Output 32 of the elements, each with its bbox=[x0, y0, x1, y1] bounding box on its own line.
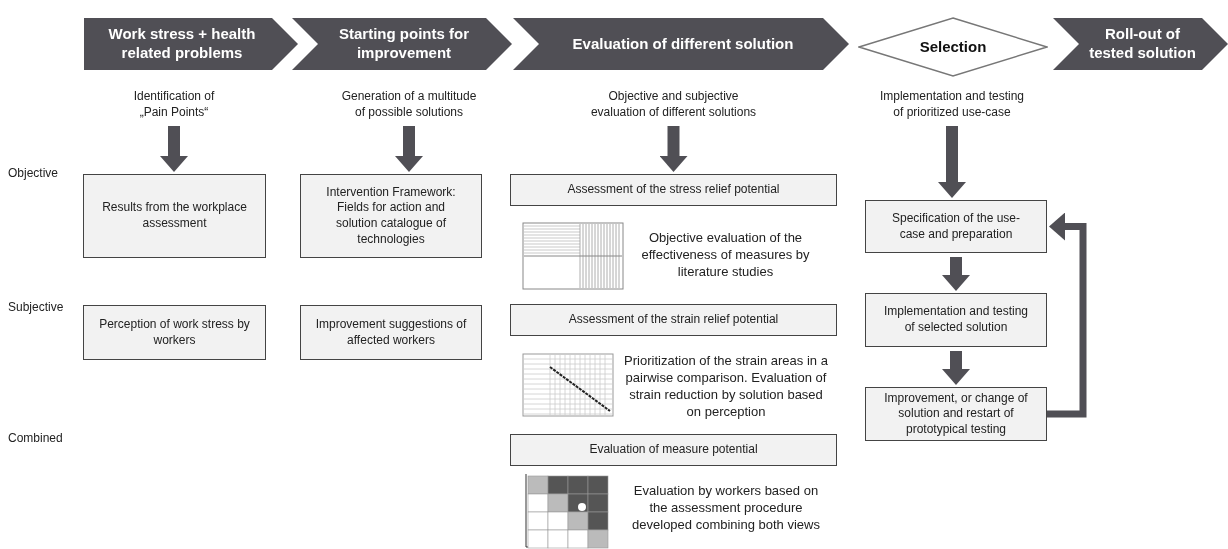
block-arrow bbox=[395, 126, 423, 172]
process-box: Intervention Framework: Fields for action and solution catalogue of technologies bbox=[300, 174, 482, 258]
process-box: Evaluation of measure potential bbox=[510, 434, 837, 466]
block-arrow bbox=[942, 257, 970, 291]
process-box: Improvement, or change of solution and restart of prototypical testing bbox=[865, 387, 1047, 441]
process-box: Assessment of the stress relief potential bbox=[510, 174, 837, 206]
step-description: Generation of a multitude of possible solutions bbox=[339, 88, 479, 122]
process-box: Specification of the use-case and preparation bbox=[865, 200, 1047, 253]
process-box: Results from the workplace assessment bbox=[83, 174, 266, 258]
block-arrow bbox=[938, 126, 966, 198]
process-box: Assessment of the strain relief potential bbox=[510, 304, 837, 336]
description-text: Prioritization of the strain areas in a pairwise comparison. Evaluation of strain reduction by solution based on perception bbox=[623, 353, 829, 421]
row-label: Combined bbox=[8, 431, 64, 447]
process-box: Improvement suggestions of affected workers bbox=[300, 305, 482, 360]
chevron-step: Evaluation of different solution bbox=[513, 18, 849, 70]
decision-diamond: Selection bbox=[858, 17, 1048, 77]
chevron-step: Work stress + health related problems bbox=[84, 18, 298, 70]
row-label: Objective bbox=[8, 166, 60, 182]
process-box: Implementation and testing of selected solution bbox=[865, 293, 1047, 347]
description-text: Objective evaluation of the effectiveness of measures by literature studies bbox=[640, 230, 811, 281]
row-label: Subjective bbox=[8, 300, 65, 316]
chevron-step: Roll-out of tested solution bbox=[1053, 18, 1228, 70]
step-description: Identification of „Pain Points“ bbox=[124, 88, 224, 122]
block-arrow bbox=[659, 126, 688, 172]
process-box: Perception of work stress by workers bbox=[83, 305, 266, 360]
block-arrow bbox=[1047, 212, 1087, 418]
description-text: Evaluation by workers based on the assessment procedure developed combining both views bbox=[631, 483, 821, 534]
chevron-step: Starting points for improvement bbox=[292, 18, 512, 70]
step-description: Implementation and testing of prioritized use-case bbox=[877, 88, 1027, 122]
step-description: Objective and subjective evaluation of different solutions bbox=[586, 88, 761, 122]
block-arrow bbox=[160, 126, 188, 172]
block-arrow bbox=[942, 351, 970, 385]
